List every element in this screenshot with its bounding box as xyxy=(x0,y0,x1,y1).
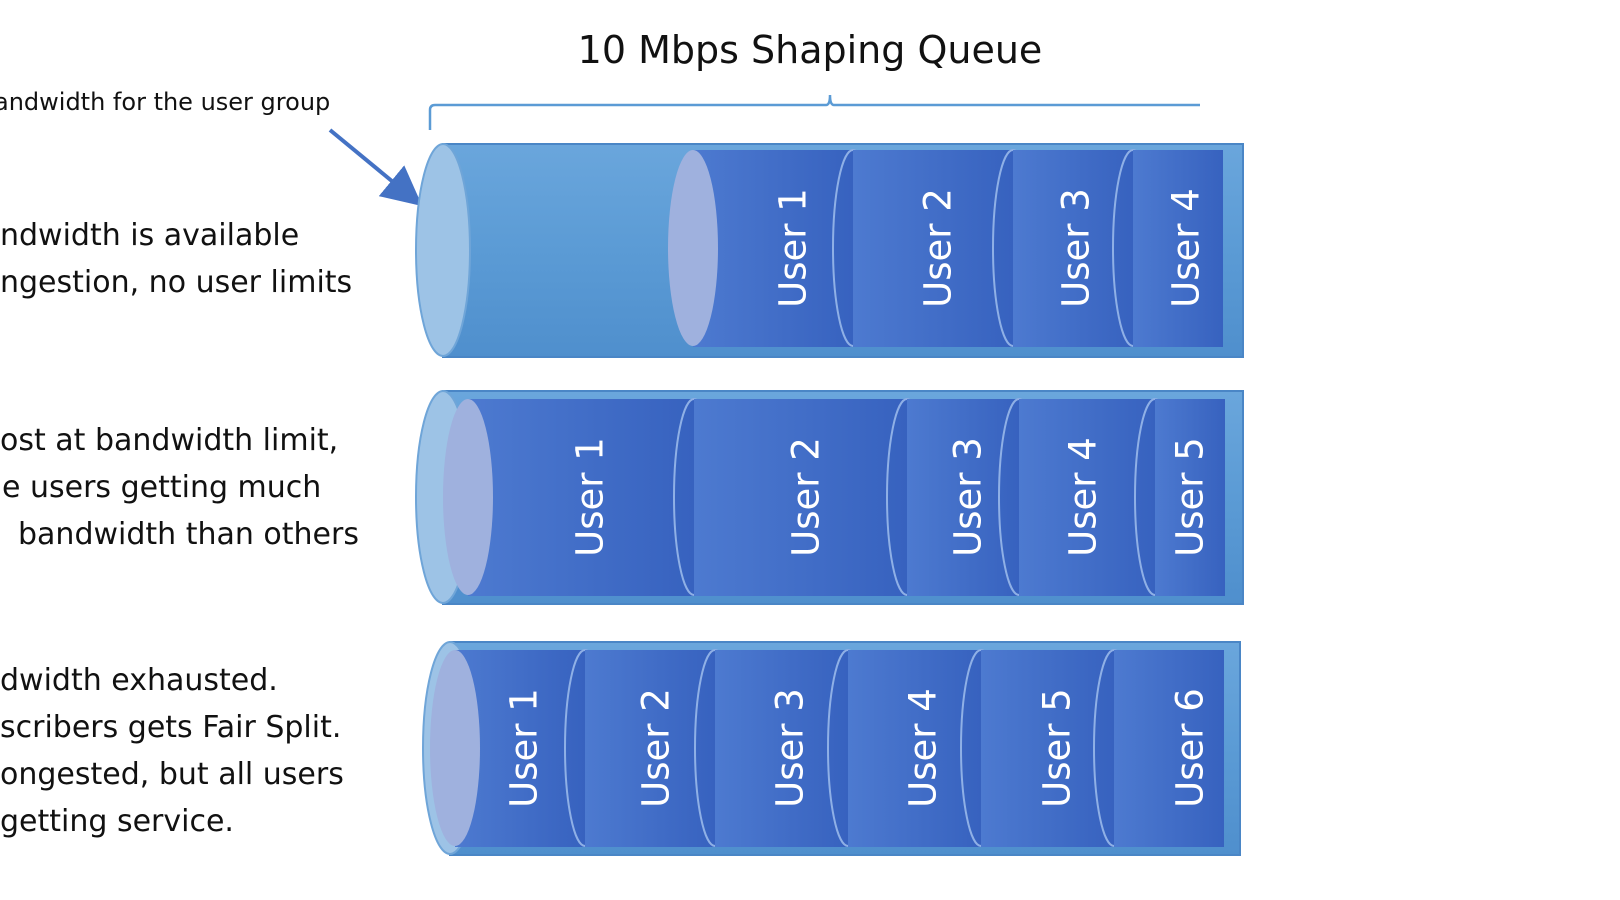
user-label: User 1 xyxy=(569,437,612,557)
user-segment xyxy=(1114,650,1224,847)
diagram-title: 10 Mbps Shaping Queue xyxy=(577,28,1043,72)
row-2-segments xyxy=(443,398,1225,596)
user-segment xyxy=(907,399,1019,596)
user-label: User 3 xyxy=(1055,188,1098,308)
user-segment xyxy=(715,650,848,847)
row-2-description-line: ost at bandwidth limit, xyxy=(0,423,339,458)
row-2-description-line: e users getting much xyxy=(2,470,322,505)
user-label: User 4 xyxy=(1165,188,1208,308)
queue-brace xyxy=(428,94,1200,130)
row-3-description-line: dwidth exhausted. xyxy=(0,663,278,698)
user-segment xyxy=(694,399,907,596)
user-label: User 2 xyxy=(917,188,960,308)
row-2-description-line: bandwidth than others xyxy=(18,517,359,552)
user-segment-front xyxy=(443,399,493,595)
user-label: User 6 xyxy=(1169,688,1212,808)
user-segment-front xyxy=(668,150,718,346)
row-1-segments xyxy=(668,149,1223,347)
user-segment xyxy=(853,150,1013,347)
brace-annotation: andwidth for the user group xyxy=(0,88,331,116)
queue-diagram: User 1 User 2 User 3 User 4 User 1 User … xyxy=(328,94,1244,856)
pipe-end xyxy=(415,143,471,357)
user-label: User 4 xyxy=(902,688,945,808)
user-segment xyxy=(1133,150,1223,347)
row-3-description-line: ongested, but all users xyxy=(0,757,344,792)
user-segment xyxy=(1155,399,1225,596)
row-2-description: ost at bandwidth limit, e users getting … xyxy=(0,417,359,558)
user-segment xyxy=(693,150,853,347)
user-label: User 1 xyxy=(772,188,815,308)
annotation-arrow xyxy=(328,128,423,207)
user-segment xyxy=(1019,399,1155,596)
row-3-description-line: getting service. xyxy=(0,804,234,839)
user-segment xyxy=(468,399,694,596)
user-label: User 4 xyxy=(1062,437,1105,557)
row-1-description: ndwidth is available ngestion, no user l… xyxy=(0,212,352,306)
user-segment xyxy=(848,650,981,847)
user-segment-front xyxy=(430,650,480,846)
user-label: User 2 xyxy=(785,437,828,557)
user-label: User 2 xyxy=(635,688,678,808)
row-3-description-line: scribers gets Fair Split. xyxy=(0,710,342,745)
row-3-segments xyxy=(430,649,1224,847)
row-3-description: dwidth exhausted. scribers gets Fair Spl… xyxy=(0,657,344,845)
user-label: User 1 xyxy=(503,688,546,808)
user-segment xyxy=(981,650,1114,847)
row-1-description-line: ngestion, no user limits xyxy=(0,265,353,300)
user-label: User 5 xyxy=(1036,688,1079,808)
user-segment xyxy=(585,650,715,847)
row-1-description-line: ndwidth is available xyxy=(0,218,300,253)
user-label: User 3 xyxy=(947,437,990,557)
user-label: User 5 xyxy=(1169,437,1212,557)
user-label: User 3 xyxy=(769,688,812,808)
